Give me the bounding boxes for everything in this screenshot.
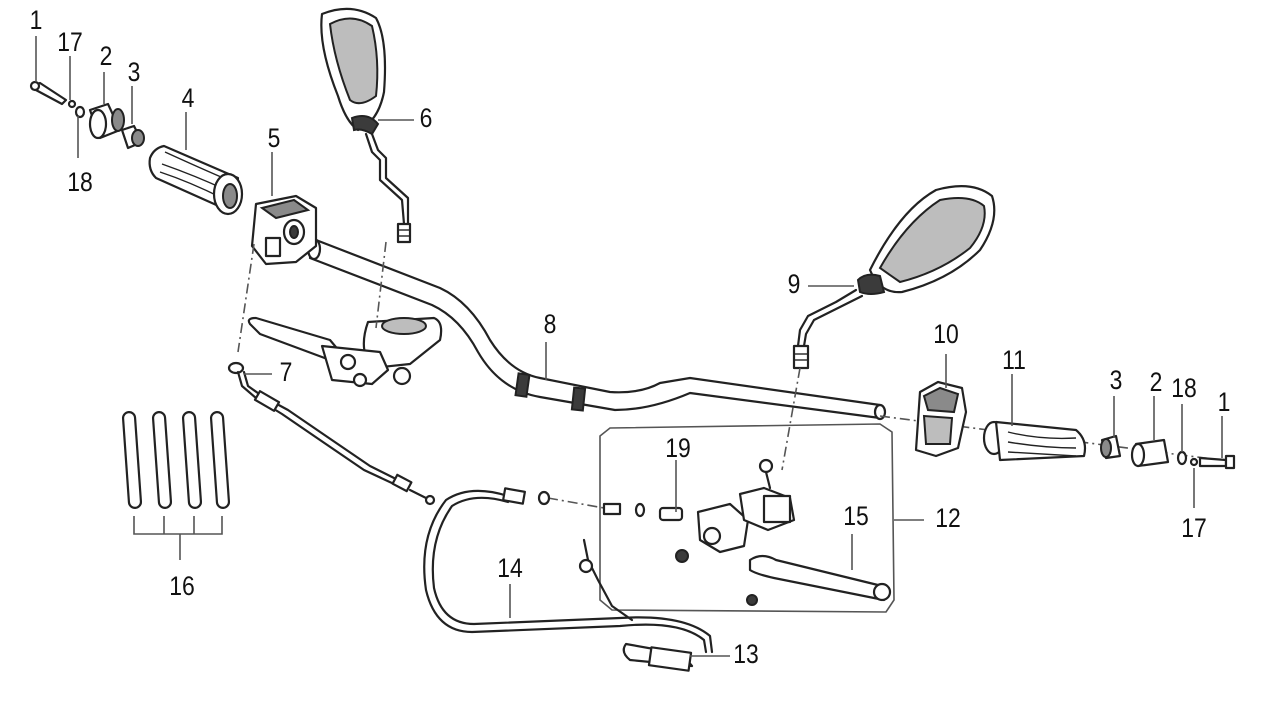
right-grip xyxy=(982,420,1087,462)
clutch-lever-assembly xyxy=(599,423,895,613)
right-mirror xyxy=(792,185,996,370)
callout-3-left: 3 xyxy=(128,57,141,87)
alignment-line-mirror-left xyxy=(375,241,387,329)
callout-12: 12 xyxy=(935,503,961,533)
right-bar-end-assembly xyxy=(1100,434,1236,470)
callout-14: 14 xyxy=(497,553,523,583)
alignment-line-cable xyxy=(547,497,605,509)
callout-13: 13 xyxy=(733,639,759,669)
callout-17-left: 17 xyxy=(57,27,83,57)
front-brake-lever xyxy=(247,316,443,388)
callout-10: 10 xyxy=(933,319,959,349)
cable-boot xyxy=(622,642,694,672)
alignment-line-left xyxy=(237,243,255,353)
left-mirror xyxy=(320,7,412,244)
callout-7: 7 xyxy=(280,357,293,387)
callout-8: 8 xyxy=(544,309,557,339)
callout-5: 5 xyxy=(268,123,281,153)
cable-straps xyxy=(121,411,231,560)
callout-17-right: 17 xyxy=(1181,513,1207,543)
alignment-line-mirror-right xyxy=(781,367,801,471)
left-control-cable xyxy=(227,361,436,506)
callout-2-right: 2 xyxy=(1150,367,1163,397)
callout-9: 9 xyxy=(788,269,801,299)
callout-15: 15 xyxy=(843,501,869,531)
callout-2-left: 2 xyxy=(100,41,113,71)
callout-1-right: 1 xyxy=(1218,387,1231,417)
left-bar-end-assembly xyxy=(29,80,145,150)
leader-lines xyxy=(35,36,1223,657)
clutch-cable xyxy=(423,487,714,654)
callout-19: 19 xyxy=(665,433,691,463)
right-switch-housing xyxy=(914,380,968,458)
callout-18-right: 18 xyxy=(1171,373,1197,403)
callout-labels: 1 17 2 3 4 18 5 6 7 8 9 10 11 3 2 18 1 1… xyxy=(30,5,1231,669)
callout-3-right: 3 xyxy=(1110,365,1123,395)
callout-11: 11 xyxy=(1002,345,1026,375)
left-grip xyxy=(148,144,244,216)
left-switch-housing xyxy=(250,194,318,266)
callout-4: 4 xyxy=(182,83,195,113)
callout-6: 6 xyxy=(420,103,433,133)
handlebar xyxy=(306,237,887,421)
callout-16: 16 xyxy=(169,571,195,601)
callout-1-left: 1 xyxy=(30,5,43,35)
callout-18-left: 18 xyxy=(67,167,93,197)
